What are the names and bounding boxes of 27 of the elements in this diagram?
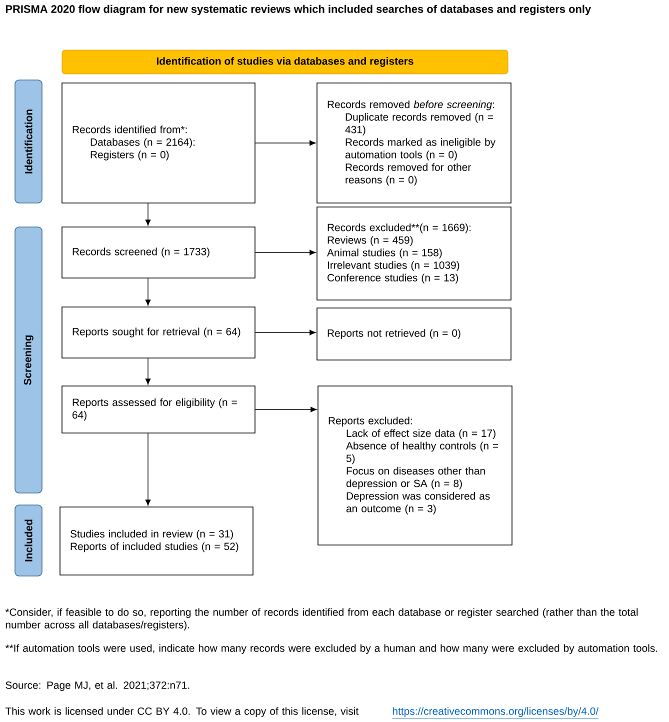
footnote: Source: Page MJ, et al. 2021;372:n71. <box>6 681 190 691</box>
footnote: **If automation tools were used, indicate how many records were excluded by a human and how many were excluded by automation tools. <box>5 644 658 654</box>
footnote: *Consider, if feasible to do so, reporting the number of records identified from each database or register searched (rather than the total number across all databases/registers). <box>5 608 638 630</box>
arrow <box>145 358 151 385</box>
arrow <box>145 433 151 506</box>
process-box: Records identified from*: Databases (n = 2164): Registers (n = 0) <box>62 82 256 204</box>
process-box: Records screened (n = 1733) <box>62 226 256 278</box>
process-box: Records removed before screening: Duplicate records removed (n = 431) Records marked as ineligible by automation tools (n = 0) Records removed for other reasons (n = 0) <box>316 82 512 204</box>
phase-band: Screening <box>14 226 42 494</box>
process-box: Reports assessed for eligibility (n = 64) <box>62 386 256 434</box>
arrow <box>255 250 316 256</box>
link: https://creativecommons.org/licenses/by/4.0/ <box>392 707 599 719</box>
footnote: This work is licensed under CC BY 4.0. To view a copy of this license, visit <box>5 707 359 717</box>
process-box: Reports sought for retrieval (n = 64) <box>62 306 256 358</box>
process-box: Reports excluded: Lack of effect size data (n = 17) Absence of healthy controls (n = 5) Focus on diseases other than depression or SA (n = 8) Depression was considered as an outcome (n = 3) <box>318 386 512 546</box>
section-header: Identification of studies via databases and registers <box>62 50 508 74</box>
arrow <box>145 278 151 306</box>
phase-band: Identification <box>14 80 42 204</box>
process-box: Records excluded**(n = 1669): Reviews (n = 459) Animal studies (n = 158) Irrelevant studies (n = 1039) Conference studies (n = 13) <box>316 206 512 300</box>
phase-band: Included <box>14 504 42 576</box>
arrow <box>255 406 317 412</box>
title: PRISMA 2020 flow diagram for new systematic reviews which included searches of databases and registers only <box>6 4 591 16</box>
arrow <box>255 140 316 146</box>
arrow <box>145 203 151 226</box>
process-box: Reports not retrieved (n = 0) <box>316 308 512 360</box>
process-box: Studies included in review (n = 31) Reports of included studies (n = 52) <box>60 506 254 576</box>
arrow <box>255 330 316 336</box>
